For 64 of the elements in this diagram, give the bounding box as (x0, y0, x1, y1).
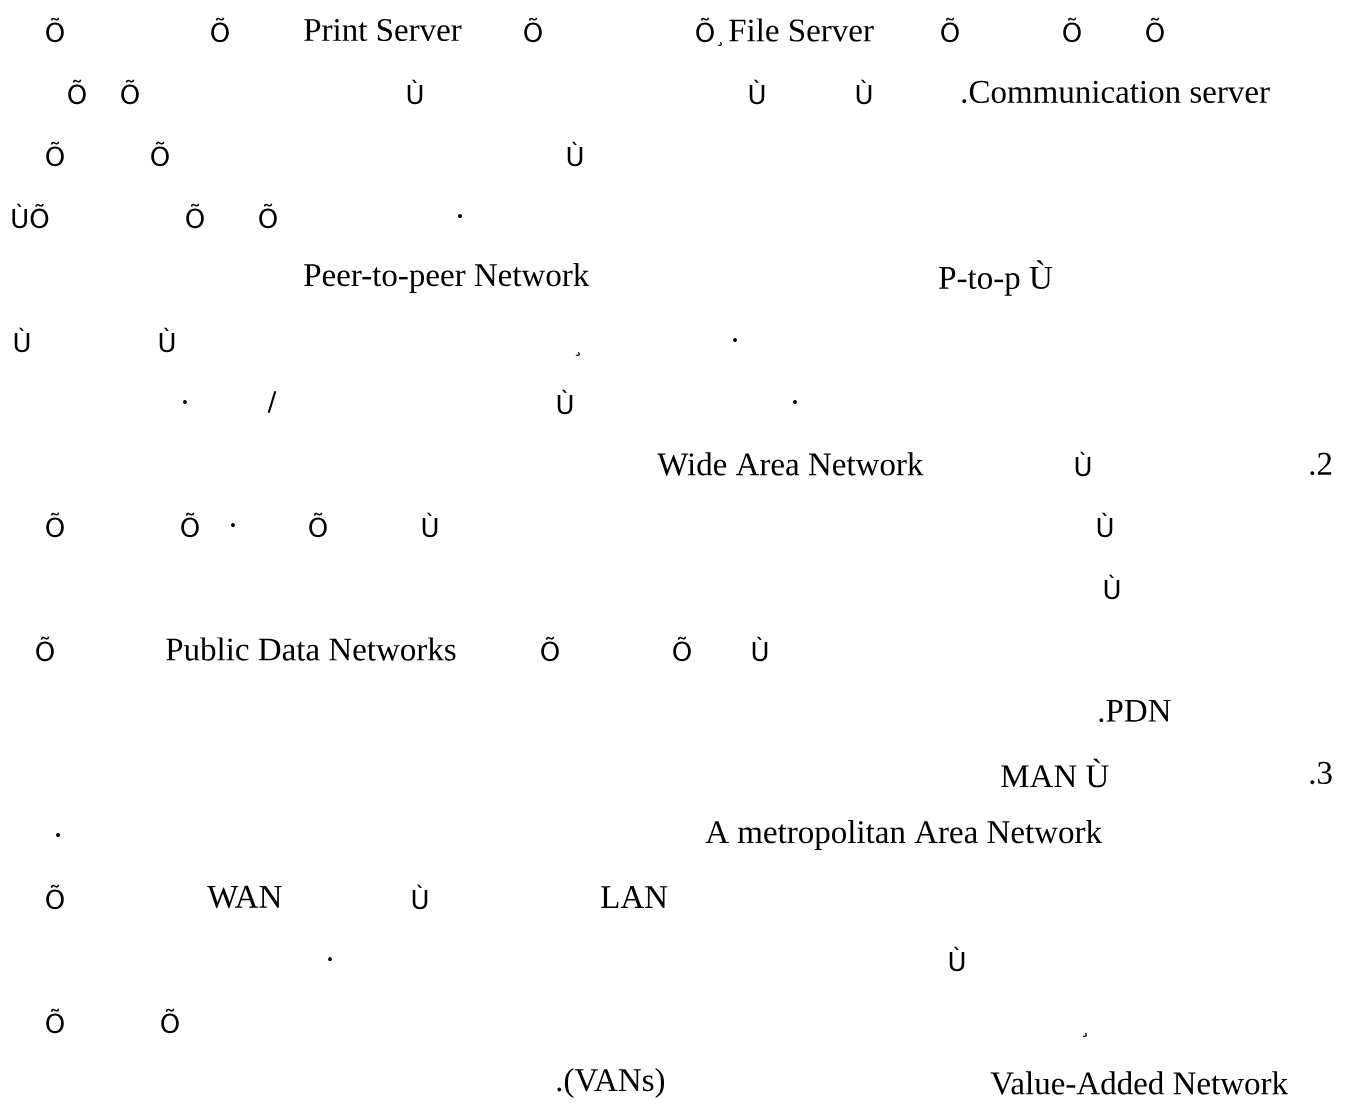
glyph-mark: Ù (949, 946, 965, 972)
glyph-mark: Õ (46, 512, 64, 538)
text-fragment: . (793, 400, 797, 404)
glyph-mark: Ù (14, 327, 30, 353)
text-fragment: . (231, 523, 235, 527)
glyph-mark: Ù (749, 79, 765, 105)
glyph-mark: Ù (1097, 512, 1113, 538)
text-fragment: . (183, 400, 187, 404)
glyph-mark: Ù (557, 389, 573, 415)
text-fragment: .PDN (1099, 699, 1171, 723)
text-fragment: Peer-to-peer Network (304, 263, 590, 293)
text-fragment: Public Data Networks (166, 637, 456, 661)
glyph-mark: Ù (856, 79, 872, 105)
glyph-mark: Ù (407, 79, 423, 105)
text-fragment: .3 (1310, 761, 1332, 785)
glyph-mark: / (267, 391, 277, 413)
text-fragment: MAN Ù (1001, 758, 1109, 788)
text-fragment: . (328, 957, 332, 961)
text-fragment: P-to-p Ù (939, 260, 1053, 296)
glyph-mark: Ù (1104, 574, 1120, 600)
text-fragment: .(VANs) (557, 1068, 665, 1098)
glyph-mark: Õ (186, 203, 204, 229)
glyph-mark: Ù (412, 884, 428, 910)
glyph-mark: Ù (422, 512, 438, 538)
glyph-mark: Õ (696, 17, 714, 43)
glyph-mark: Õ (151, 141, 169, 167)
glyph-mark: Õ (46, 17, 64, 43)
glyph-mark: ¸ (575, 352, 580, 356)
glyph-mark: Õ (1063, 17, 1081, 43)
glyph-mark: Õ (121, 79, 139, 105)
glyph-mark: Õ (941, 17, 959, 43)
glyph-mark: Õ (1146, 17, 1164, 43)
glyph-mark: Õ (181, 512, 199, 538)
glyph-mark: Õ (259, 203, 277, 229)
glyph-mark: Õ (46, 141, 64, 167)
text-fragment: Print Server (304, 18, 462, 42)
glyph-mark: ÙÕ (12, 203, 49, 229)
glyph-mark: Õ (524, 17, 542, 43)
glyph-mark: Ù (159, 327, 175, 353)
glyph-mark: Õ (673, 636, 691, 662)
glyph-mark: Ù (752, 636, 768, 662)
glyph-mark: Õ (68, 79, 86, 105)
text-fragment: LAN (601, 886, 668, 908)
glyph-mark: Õ (541, 636, 559, 662)
text-fragment: File Server (729, 18, 874, 42)
glyph-mark: Õ (211, 17, 229, 43)
text-fragment: .Communication server (962, 80, 1270, 104)
glyph-mark: Õ (46, 1008, 64, 1034)
glyph-mark: Õ (46, 884, 64, 910)
text-fragment: . (56, 833, 60, 837)
glyph-mark: Õ (161, 1008, 179, 1034)
text-fragment: Wide Area Network (657, 452, 924, 476)
text-fragment: WAN (207, 885, 282, 909)
glyph-mark: ¸ (1082, 1033, 1087, 1037)
glyph-mark: Õ (36, 636, 54, 662)
text-fragment: .2 (1310, 452, 1332, 476)
text-fragment: . (733, 338, 737, 342)
text-fragment: . (458, 214, 462, 218)
text-fragment: Value-Added Network (990, 1071, 1289, 1095)
glyph-mark: ¸ (717, 42, 722, 46)
glyph-mark: Ù (567, 141, 583, 167)
glyph-mark: Ù (1075, 451, 1091, 477)
glyph-mark: Õ (309, 512, 327, 538)
text-fragment: A metropolitan Area Network (705, 820, 1103, 850)
